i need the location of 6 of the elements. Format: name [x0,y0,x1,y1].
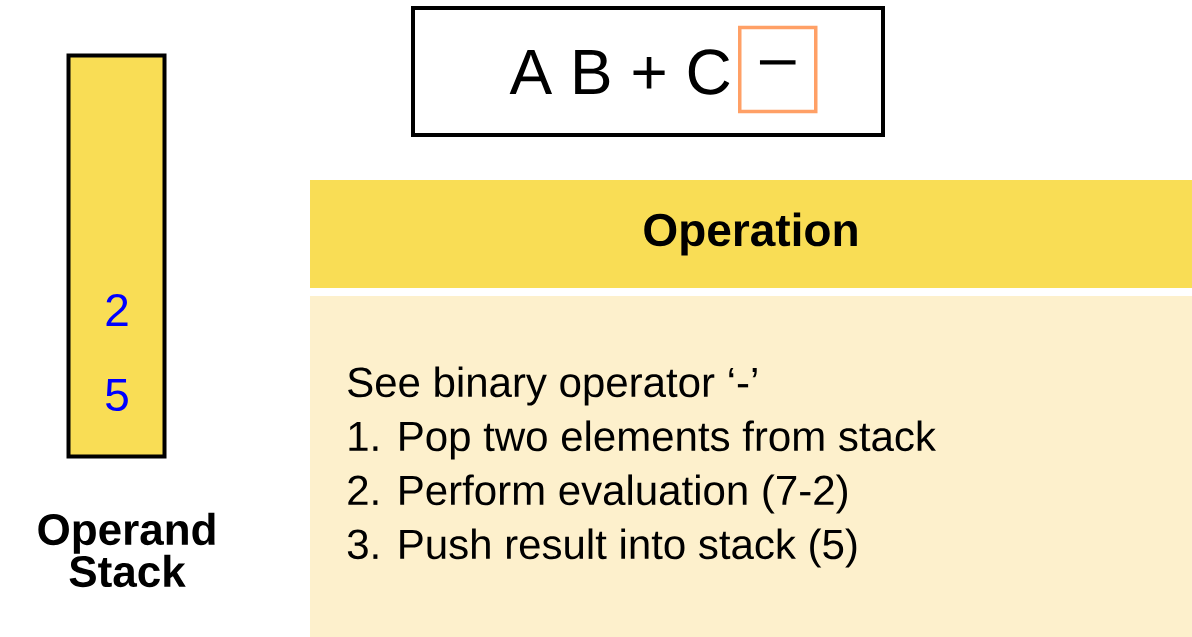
header-bar: Operation [310,180,1192,288]
stack-caption: Operand Stack [38,512,215,588]
stack-value: 5 [106,378,128,412]
stack-value: 2 [106,293,128,327]
highlight-box: – [738,25,818,114]
operation-panel: See binary operator ‘-’ 1. Pop two elements from stack 2. Perform evaluation (7-2) 3. Push result into stack (5) [310,296,1192,637]
